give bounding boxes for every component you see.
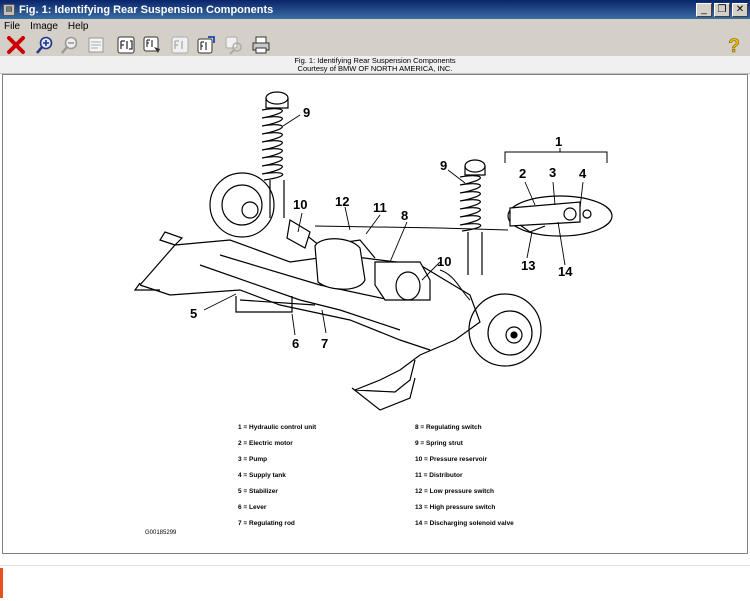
- hydraulic-line: [314, 225, 509, 231]
- callout-10-left: 10: [293, 197, 307, 212]
- right-spring-strut: [459, 159, 486, 275]
- leader-lines: [203, 114, 584, 336]
- maximize-button[interactable]: ❐: [714, 2, 730, 17]
- menu-bar: File Image Help: [0, 19, 750, 33]
- fig-hand-icon[interactable]: [142, 35, 162, 55]
- callout-12: 12: [335, 194, 349, 209]
- callout-9-right: 9: [440, 158, 447, 173]
- callout-3: 3: [549, 165, 556, 180]
- help-icon[interactable]: ?: [724, 35, 744, 55]
- legend-item-3: 3 = Pump: [238, 456, 268, 463]
- close-x-icon[interactable]: [6, 35, 26, 55]
- callout-1: 1: [555, 134, 562, 149]
- center-housings: [286, 219, 431, 301]
- legend-item-2: 2 = Electric motor: [238, 440, 293, 447]
- callout-14: 14: [558, 264, 573, 279]
- fig-zoom-icon[interactable]: [224, 35, 244, 55]
- group-bracket: [504, 148, 608, 163]
- fig-icon[interactable]: [116, 35, 136, 55]
- legend-item-1: 1 = Hydraulic control unit: [238, 424, 317, 431]
- legend-item-14: 14 = Discharging solenoid valve: [415, 520, 514, 527]
- reservoir-line: [439, 269, 471, 301]
- callout-6: 6: [292, 336, 299, 351]
- app-icon: ▤: [3, 3, 15, 16]
- legend-item-9: 9 = Spring strut: [415, 440, 463, 447]
- page-icon[interactable]: [86, 35, 106, 55]
- menu-file[interactable]: File: [4, 20, 21, 32]
- window-title: Fig. 1: Identifying Rear Suspension Comp…: [19, 3, 274, 16]
- legend-item-7: 7 = Regulating rod: [238, 520, 295, 527]
- bottom-strip: [0, 565, 750, 601]
- callout-5: 5: [190, 306, 197, 321]
- axle-subframe: [133, 229, 481, 411]
- legend-item-10: 10 = Pressure reservoir: [415, 456, 488, 463]
- title-bar: ▤ Fig. 1: Identifying Rear Suspension Co…: [0, 0, 750, 19]
- zoom-in-icon[interactable]: [35, 35, 55, 55]
- printer-icon[interactable]: [251, 35, 271, 55]
- callout-7: 7: [321, 336, 328, 351]
- left-spring-strut: [261, 91, 289, 218]
- figure-caption: Fig. 1: Identifying Rear Suspension Comp…: [0, 56, 750, 74]
- callout-2: 2: [519, 166, 526, 181]
- close-window-button[interactable]: ✕: [732, 2, 748, 17]
- legend-item-8: 8 = Regulating switch: [415, 424, 482, 431]
- figure-code: G00185299: [145, 530, 177, 536]
- svg-text:?: ?: [728, 36, 740, 55]
- caption-courtesy: Courtesy of BMW OF NORTH AMERICA, INC.: [297, 64, 453, 73]
- fig-export-icon[interactable]: [196, 35, 216, 55]
- hydraulic-control-unit: [507, 195, 613, 237]
- legend-item-12: 12 = Low pressure switch: [415, 488, 494, 495]
- figure-viewport: [2, 74, 748, 554]
- legend-item-6: 6 = Lever: [238, 504, 267, 511]
- fig-dim-icon[interactable]: [170, 35, 190, 55]
- callout-11: 11: [373, 200, 387, 215]
- legend-item-11: 11 = Distributor: [415, 472, 463, 479]
- right-brake-disc: [468, 293, 542, 367]
- minimize-button[interactable]: _: [696, 2, 712, 17]
- menu-image[interactable]: Image: [30, 20, 58, 32]
- callout-13: 13: [521, 258, 535, 273]
- legend-item-13: 13 = High pressure switch: [415, 504, 496, 511]
- callout-8: 8: [401, 208, 408, 223]
- callout-4: 4: [579, 166, 587, 181]
- zoom-out-icon[interactable]: [60, 35, 80, 55]
- taskbar-edge: [0, 568, 3, 598]
- menu-help[interactable]: Help: [67, 20, 89, 32]
- callout-10-right: 10: [437, 254, 451, 269]
- left-brake-disc: [209, 172, 275, 238]
- caption-title: Fig. 1: Identifying Rear Suspension Comp…: [294, 56, 456, 65]
- legend-item-4: 4 = Supply tank: [238, 472, 286, 479]
- legend-item-5: 5 = Stabilizer: [238, 488, 278, 495]
- toolbar: ?: [0, 33, 750, 57]
- callout-9-left: 9: [303, 105, 310, 120]
